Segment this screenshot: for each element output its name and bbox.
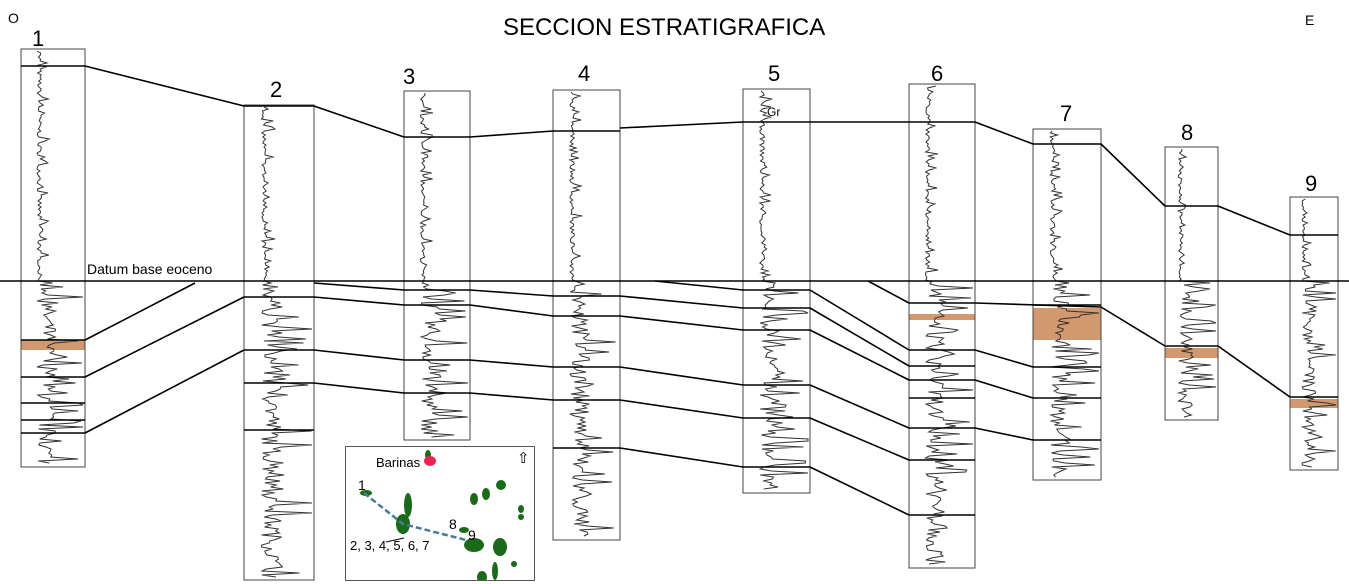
correlation-line [809,329,910,381]
oil-field [482,488,490,500]
well-label-1: 1 [32,26,45,51]
correlation-line [1217,205,1291,236]
correlation-line [1217,345,1291,398]
leader-line [385,537,405,543]
map-drawing [360,450,524,580]
city-marker [424,456,436,466]
map-city-label: Barinas [376,455,421,470]
oil-field [518,505,524,513]
well-label-8: 8 [1181,120,1194,145]
well-column-5 [742,88,811,494]
well-label-5: 5 [768,61,781,86]
correlation-line [619,399,744,419]
correlation-line [1100,306,1166,347]
gamma-ray-log-7 [1048,130,1100,478]
correlation-line [809,384,910,429]
correlation-line [84,282,196,341]
correlation-line [867,280,910,304]
oil-field [492,562,498,580]
correlation-line [619,366,744,386]
map-well-8-label: 8 [449,516,457,532]
gamma-ray-log-6 [923,85,974,565]
north-arrow-icon: ⇧ [517,450,530,467]
correlation-line [809,417,910,461]
correlation-line [313,282,405,291]
correlation-line [974,121,1034,145]
correlation-line [654,280,744,291]
well-column-3 [403,90,471,441]
oil-field [477,571,487,580]
sand-band [909,314,975,320]
well-label-6: 6 [931,61,944,86]
well-label-2: 2 [270,77,283,102]
correlation-line [619,447,744,468]
gamma-ray-log-2 [260,106,313,578]
well-column-6 [908,83,976,569]
west-label: O [8,10,19,26]
oil-field [496,480,506,490]
correlation-line [809,466,910,516]
well-column-9 [1289,196,1339,471]
correlation-line [809,289,910,351]
east-label: E [1305,12,1315,28]
well-label-9: 9 [1305,171,1318,196]
correlation-line [619,295,744,309]
well-label-4: 4 [578,61,591,86]
correlation-line [974,427,1034,441]
oil-field [404,493,412,517]
correlation-line [974,302,1102,308]
correlation-line [1100,143,1166,207]
oil-field [511,561,517,567]
well-column-2 [243,104,315,581]
sand-band [21,340,85,350]
well-label-3: 3 [403,64,416,89]
oil-field [470,493,478,505]
correlation-line [313,296,405,306]
correlation-line [469,359,554,368]
gamma-ray-log-1 [36,50,84,464]
correlation-line [469,392,554,401]
correlation-line [84,296,245,378]
correlation-line [469,289,554,297]
well-label-7: 7 [1060,101,1073,126]
map-well-group-label: 2, 3, 4, 5, 6, 7 [350,538,430,553]
location-map: Barinas 1 2, 3, 4, 5, 6, 7 8 9 ⇧ [345,446,535,581]
gamma-ray-log-8 [1176,149,1217,418]
correlation-line [974,349,1034,368]
correlation-line [809,307,910,367]
correlation-line [313,105,405,138]
correlation-line [619,121,744,129]
well-column-1 [20,48,86,468]
gamma-ray-log-4 [568,91,616,537]
correlation-line [619,315,744,331]
gr-label: Gr [767,105,781,119]
map-well-9-label: 9 [468,527,476,543]
oil-field [518,514,524,520]
section-route [363,492,467,542]
correlation-line [84,349,245,434]
correlation-line [469,130,554,138]
well-column-4 [552,89,621,541]
sand-band [1033,308,1101,340]
correlation-line [469,304,554,317]
correlation-line [313,349,405,361]
gamma-ray-log-3 [419,92,469,438]
correlation-line [84,65,245,107]
oil-field [464,538,484,552]
oil-field [459,527,469,533]
map-well-1-label: 1 [358,477,366,493]
datum-label: Datum base eoceno [87,261,213,277]
gamma-ray-log-9 [1300,198,1337,468]
correlation-line [974,379,1034,399]
title: SECCION ESTRATIGRAFICA [503,14,826,41]
correlation-line [313,382,405,394]
well-column-8 [1164,146,1219,421]
oil-field [493,538,507,556]
sand-band [1290,399,1338,408]
